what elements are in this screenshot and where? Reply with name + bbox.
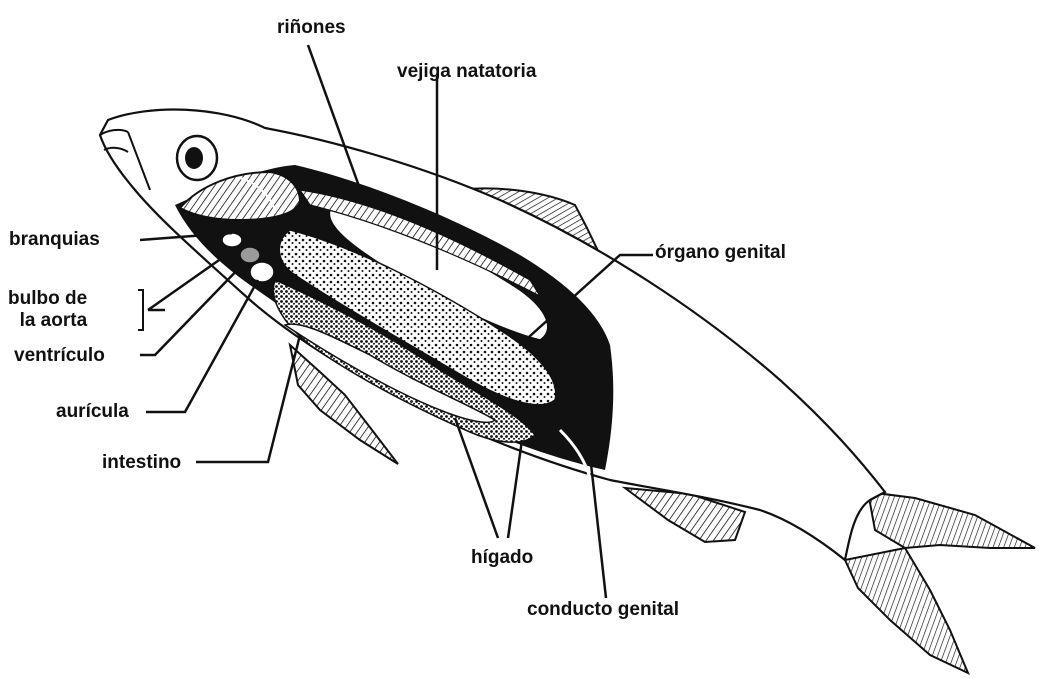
- ventricle: [240, 247, 260, 263]
- label-organo-genital: órgano genital: [655, 243, 786, 262]
- label-ventriculo: ventrículo: [14, 346, 105, 365]
- label-branquias: branquias: [9, 230, 100, 249]
- label-bulbo-line2: la aorta: [8, 310, 87, 332]
- caudal-fin-upper: [868, 492, 1035, 548]
- aortic-bulb: [222, 233, 242, 247]
- atrium: [250, 262, 274, 282]
- label-bulbo-line1: bulbo de: [8, 288, 87, 310]
- label-conducto-genital: conducto genital: [527, 600, 679, 619]
- pupil: [185, 147, 203, 169]
- label-rinones: riñones: [277, 18, 346, 37]
- label-higado: hígado: [471, 548, 533, 567]
- caudal-fin-lower: [845, 548, 968, 673]
- label-intestino: intestino: [102, 453, 181, 472]
- label-bulbo-de-la-aorta: bulbo de la aorta: [8, 288, 87, 332]
- bracket: [138, 290, 143, 330]
- label-vejiga-natatoria: vejiga natatoria: [397, 62, 536, 81]
- label-auricula: aurícula: [56, 402, 129, 421]
